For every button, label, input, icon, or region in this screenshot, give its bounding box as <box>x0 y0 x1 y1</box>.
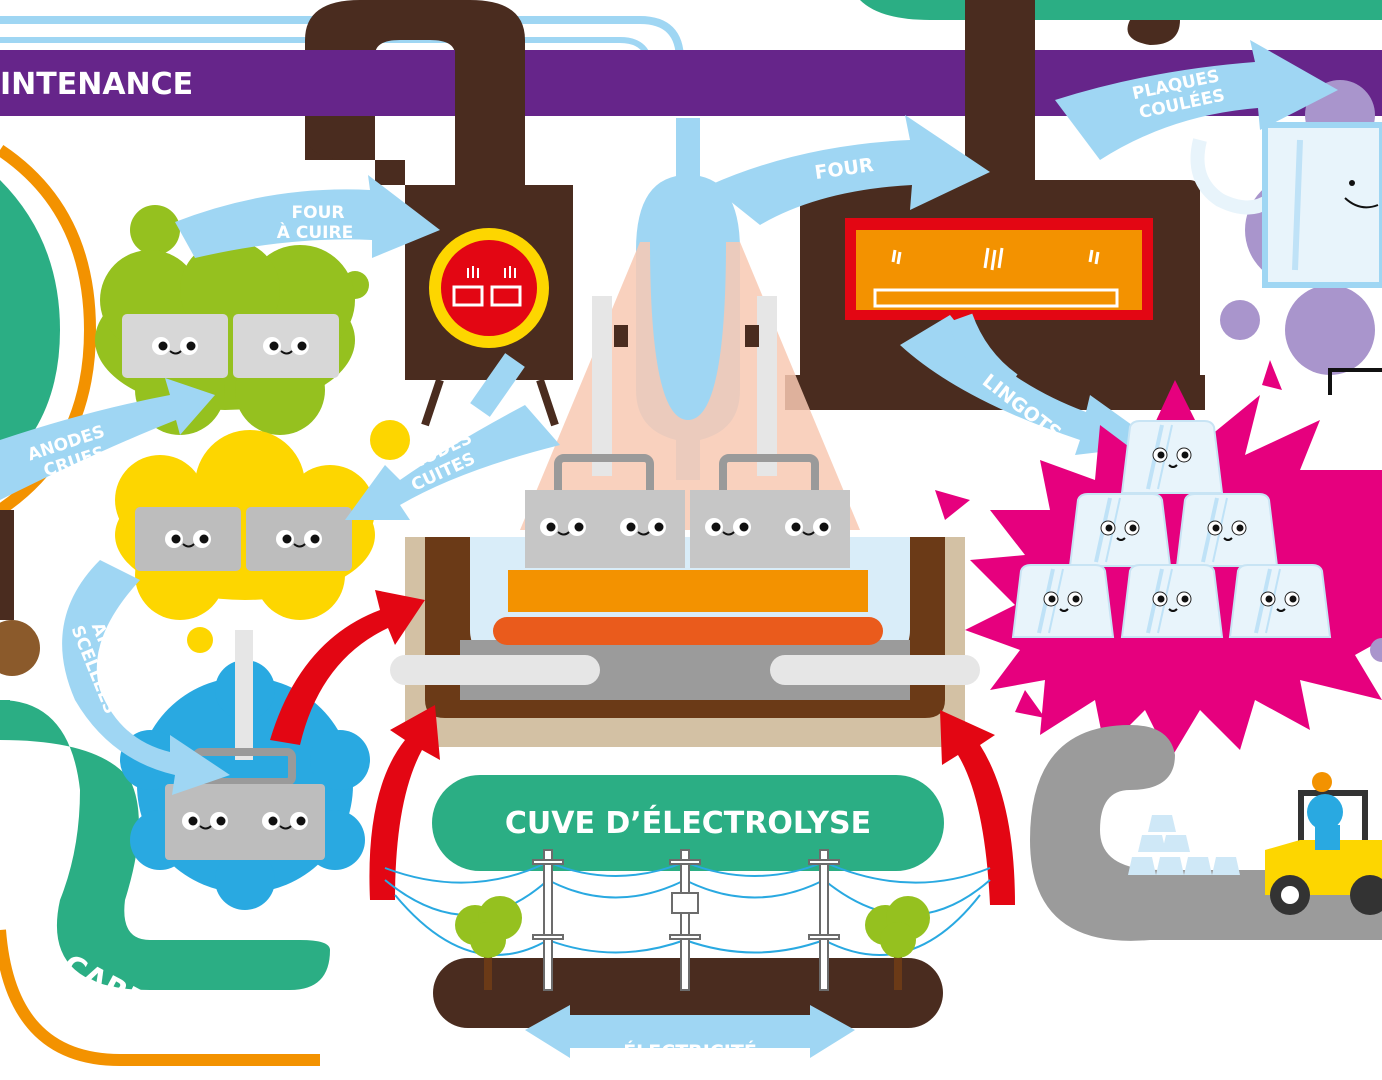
arrow-four-a-cuire <box>175 175 440 258</box>
arrow-anodes-crues <box>0 378 215 500</box>
cast-plate <box>1262 122 1382 288</box>
teal-circle-left <box>0 180 60 470</box>
yellow-cloud <box>115 420 410 653</box>
arrow-label-electricite: ÉLECTRICITÉ <box>623 1040 757 1063</box>
carbone-pipe <box>0 700 330 990</box>
arrow-four <box>710 115 990 225</box>
green-pipe-top <box>860 0 1382 20</box>
small-ingot-stack <box>1128 815 1240 875</box>
cuve-label-pill <box>432 775 944 871</box>
power-lines <box>384 861 991 956</box>
arrow-plaques-coulees <box>1055 40 1338 160</box>
heat-arrow <box>270 590 425 745</box>
arrow-anodes-scellees <box>62 560 231 795</box>
forklift <box>1265 772 1382 915</box>
arrow-electricite <box>525 1005 855 1058</box>
green-cloud <box>95 205 369 435</box>
tree-left <box>455 896 522 990</box>
maintenance-label: INTENANCE <box>0 67 193 102</box>
pylons <box>532 849 840 991</box>
arrow-anodes-cuites <box>345 405 560 520</box>
cuve-label: CUVE D’ÉLECTROLYSE <box>505 805 871 841</box>
tree-right <box>865 896 930 990</box>
